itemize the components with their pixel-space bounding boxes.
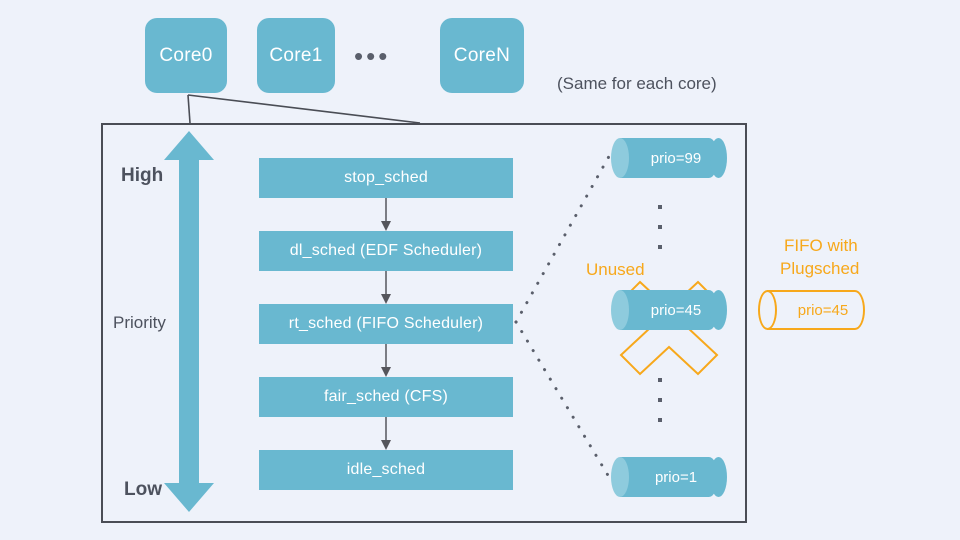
cylinder-left-cap	[611, 457, 629, 497]
dot	[658, 398, 662, 402]
plugsched-title-line2: Plugsched	[780, 259, 860, 278]
sched-class-stop[interactable]: stop_sched	[259, 158, 513, 198]
core-box-label: Core0	[159, 44, 213, 66]
plugsched-title-line1: FIFO with	[784, 236, 858, 255]
cylinder-body	[620, 138, 718, 178]
core-box-label: CoreN	[453, 44, 511, 66]
priority-low-label: Low	[124, 479, 162, 500]
cylinder-right-cap	[710, 138, 727, 178]
dot	[658, 418, 662, 422]
priority-axis-label: Priority	[113, 313, 166, 332]
dot	[658, 245, 662, 249]
sched-class-label: fair_sched (CFS)	[323, 388, 449, 405]
per-core-scheduler-panel	[101, 123, 747, 523]
same-for-each-core-note: (Same for each core)	[557, 74, 717, 93]
cylinder-right-cap	[710, 290, 727, 330]
unused-label: Unused	[586, 260, 645, 279]
cylinder-outline-body	[767, 290, 865, 330]
sched-class-dl[interactable]: dl_sched (EDF Scheduler)	[259, 231, 513, 271]
sched-class-label: idle_sched	[346, 461, 426, 478]
sched-class-label: dl_sched (EDF Scheduler)	[289, 242, 483, 259]
sched-class-label: rt_sched (FIFO Scheduler)	[288, 315, 484, 332]
priority-queue-label: prio=1	[654, 468, 698, 486]
dot	[658, 225, 662, 229]
cylinder-outline-left-cap	[758, 290, 777, 330]
priority-high-label: High	[121, 165, 164, 186]
dot	[658, 378, 662, 382]
cylinder-left-cap	[611, 138, 629, 178]
plugsched-priority-queue[interactable]: prio=45	[758, 290, 874, 330]
sched-class-rt[interactable]: rt_sched (FIFO Scheduler)	[259, 304, 513, 344]
core-box-n[interactable]: CoreN	[440, 18, 524, 93]
priority-queue-ellipsis-bottom	[658, 378, 662, 438]
sched-class-label: stop_sched	[344, 169, 428, 186]
cylinder-right-cap	[710, 457, 727, 497]
priority-queue-1[interactable]: prio=1	[611, 457, 727, 497]
plugsched-queue-label: prio=45	[797, 301, 849, 319]
core-box-0[interactable]: Core0	[145, 18, 227, 93]
priority-queue-ellipsis-top	[658, 205, 662, 265]
sched-class-idle[interactable]: idle_sched	[259, 450, 513, 490]
core0-to-panel-connector	[187, 94, 421, 124]
priority-queue-label: prio=45	[650, 301, 702, 319]
priority-queue-label: prio=99	[650, 149, 702, 167]
priority-queue-45[interactable]: prio=45	[611, 290, 727, 330]
core-box-1[interactable]: Core1	[257, 18, 335, 93]
cylinder-body	[620, 290, 718, 330]
core-box-label: Core1	[269, 44, 323, 66]
dot	[658, 205, 662, 209]
sched-class-fair[interactable]: fair_sched (CFS)	[259, 377, 513, 417]
priority-queue-99[interactable]: prio=99	[611, 138, 727, 178]
cylinder-body	[620, 457, 718, 497]
cylinder-left-cap	[611, 290, 629, 330]
cores-ellipsis: •••	[354, 41, 391, 71]
